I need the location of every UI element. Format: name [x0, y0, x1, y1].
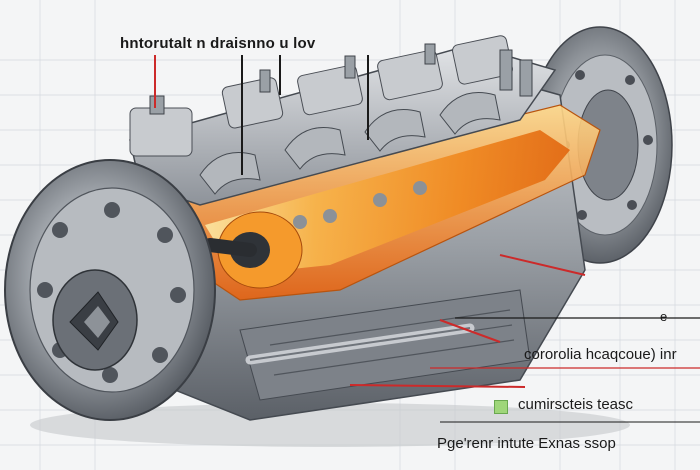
- callout-label-2: cumirscteis teasc: [518, 396, 634, 413]
- top-callout-label: hntorutalt n draisnno u lov: [120, 35, 316, 52]
- front-flywheel: [4, 159, 216, 421]
- hot-core-cutaway: [174, 104, 601, 301]
- legend-swatch: [494, 400, 508, 414]
- leader-lines-right: [349, 254, 700, 423]
- leader-lines-top: [154, 55, 369, 175]
- callout-label-1: cororolia hcaqcoue) inr: [524, 346, 677, 363]
- right-small-label: e: [660, 309, 668, 324]
- cylinder-head: [129, 35, 557, 229]
- callout-label-3: Pge'renr intute Exnas ssop: [437, 435, 616, 452]
